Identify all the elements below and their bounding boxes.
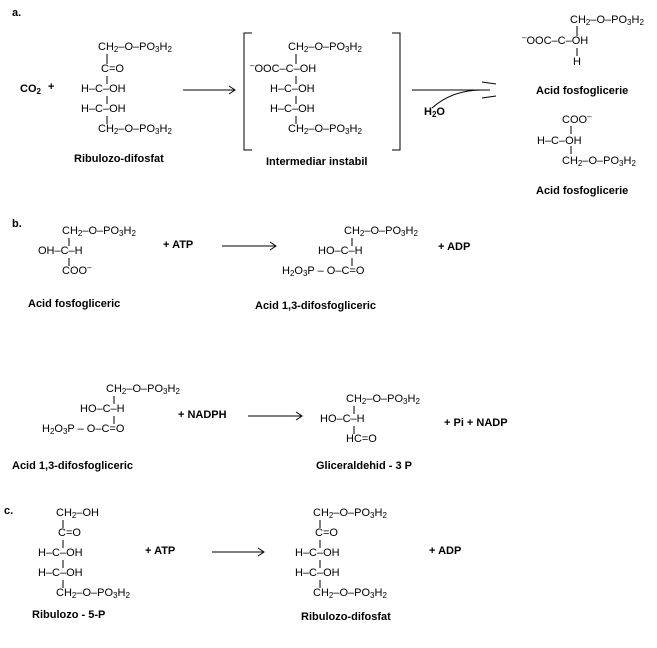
formula-ho-c-h: HO–C–H (318, 245, 363, 257)
formula-ch2-o-po3h2: CH2–O–PO3H2 (288, 123, 362, 136)
formula-h-c-oh: H–C–OH (38, 547, 83, 559)
formula-h-c-oh: H–C–OH (270, 103, 315, 115)
water-curve (431, 89, 483, 109)
formula-ch2-o-po3h2: CH2–O–PO3H2 (98, 41, 172, 54)
formula-ch2-o-po3h2: CH2–O–PO3H2 (98, 123, 172, 136)
section-b-label: b. (12, 218, 22, 230)
formula-c-eq-o: C=O (101, 63, 124, 75)
formula-h2o3p-o-c-eq-o: H2O3P – O–C=O (42, 423, 125, 436)
section-a-label: a. (12, 7, 22, 19)
plus-sign: + (48, 81, 55, 93)
label-intermediar-instabil: Intermediar instabil (266, 156, 368, 168)
formula-h2o3p-o-c-eq-o: H2O3P – O–C=O (282, 265, 365, 278)
formula-coo: COO– (562, 112, 592, 126)
formula-h: H (573, 56, 581, 68)
formula-h-c-oh: H–C–OH (270, 83, 315, 95)
formula-ch2-o-po3h2: CH2–O–PO3H2 (106, 383, 180, 396)
formula-h-c-oh: H–C–OH (537, 135, 582, 147)
bracket-right (392, 32, 401, 151)
label-acid-fosfogliceric-2: Acid fosfoglicerie (536, 185, 629, 197)
reagent-h2o: H2O (424, 106, 445, 119)
section-c-label: c. (4, 505, 14, 517)
label-ribulozo-5p: Ribulozo - 5-P (32, 609, 106, 621)
formula-h-c-oh: H–C–OH (81, 103, 126, 115)
formula-ch2-o-po3h2: CH2–O–PO3H2 (313, 507, 387, 520)
formula-ooc-c-oh: –OOC–C–OH (250, 61, 317, 75)
arrow-head (228, 85, 236, 95)
formula-h-c-oh: H–C–OH (38, 567, 83, 579)
formula-ch2-o-po3h2: CH2–O–PO3H2 (313, 587, 387, 600)
label-ribulozo-difosfat: Ribulozo-difosfat (74, 153, 164, 165)
formula-oh-c-h: OH–C–H (38, 245, 83, 257)
label-acid-fosfogliceric: Acid fosfogliceric (28, 298, 121, 310)
formula-ch2-o-po3h2: CH2–O–PO3H2 (62, 225, 136, 238)
formula-ch2-oh: CH2–OH (56, 507, 99, 520)
reagent-atp: + ATP (145, 545, 176, 557)
arrow-head (257, 547, 265, 557)
formula-h-c-oh: H–C–OH (295, 567, 340, 579)
formula-ch2-o-po3h2: CH2–O–PO3H2 (570, 14, 644, 27)
label-ribulozo-difosfat: Ribulozo-difosfat (301, 611, 391, 623)
label-acid-13-difosfogliceric: Acid 1,3-difosfogliceric (255, 300, 377, 312)
formula-ch2-o-po3h2: CH2–O–PO3H2 (288, 41, 362, 54)
formula-ooc-c-oh: –OOC–C–OH (522, 33, 589, 47)
formula-h-c-oh: H–C–OH (295, 547, 340, 559)
formula-ho-c-h: HO–C–H (80, 403, 125, 415)
formula-ch2-o-po3h2: CH2–O–PO3H2 (346, 393, 420, 406)
formula-co2: CO2 (20, 83, 41, 96)
product-adp: + ADP (429, 545, 462, 557)
formula-hc-eq-o: HC=O (346, 433, 377, 445)
formula-ch2-o-po3h2: CH2–O–PO3H2 (344, 225, 418, 238)
arrow-head-up (481, 81, 497, 85)
product-adp: + ADP (438, 241, 471, 253)
reagent-atp: + ATP (163, 239, 194, 251)
arrow-head (295, 411, 303, 421)
reagent-nadph: + NADPH (178, 409, 227, 421)
products-pi-nadp: + Pi + NADP (444, 417, 508, 429)
formula-ch2-o-po3h2: CH2–O–PO3H2 (56, 587, 130, 600)
arrow-head-down (481, 95, 497, 99)
formula-c-eq-o: C=O (315, 527, 338, 539)
label-gliceraldehid-3p: Gliceraldehid - 3 P (316, 460, 412, 472)
formula-coo: COO– (62, 263, 92, 277)
formula-ch2-o-po3h2: CH2–O–PO3H2 (562, 155, 636, 168)
label-acid-13-difosfogliceric: Acid 1,3-difosfogliceric (12, 460, 134, 472)
label-acid-fosfogliceric-1: Acid fosfoglicerie (536, 85, 629, 97)
formula-ho-c-h: HO–C–H (320, 413, 365, 425)
formula-c-eq-o: C=O (58, 527, 81, 539)
formula-h-c-oh: H–C–OH (81, 83, 126, 95)
bracket-left (243, 32, 252, 151)
arrow-head (269, 241, 277, 251)
